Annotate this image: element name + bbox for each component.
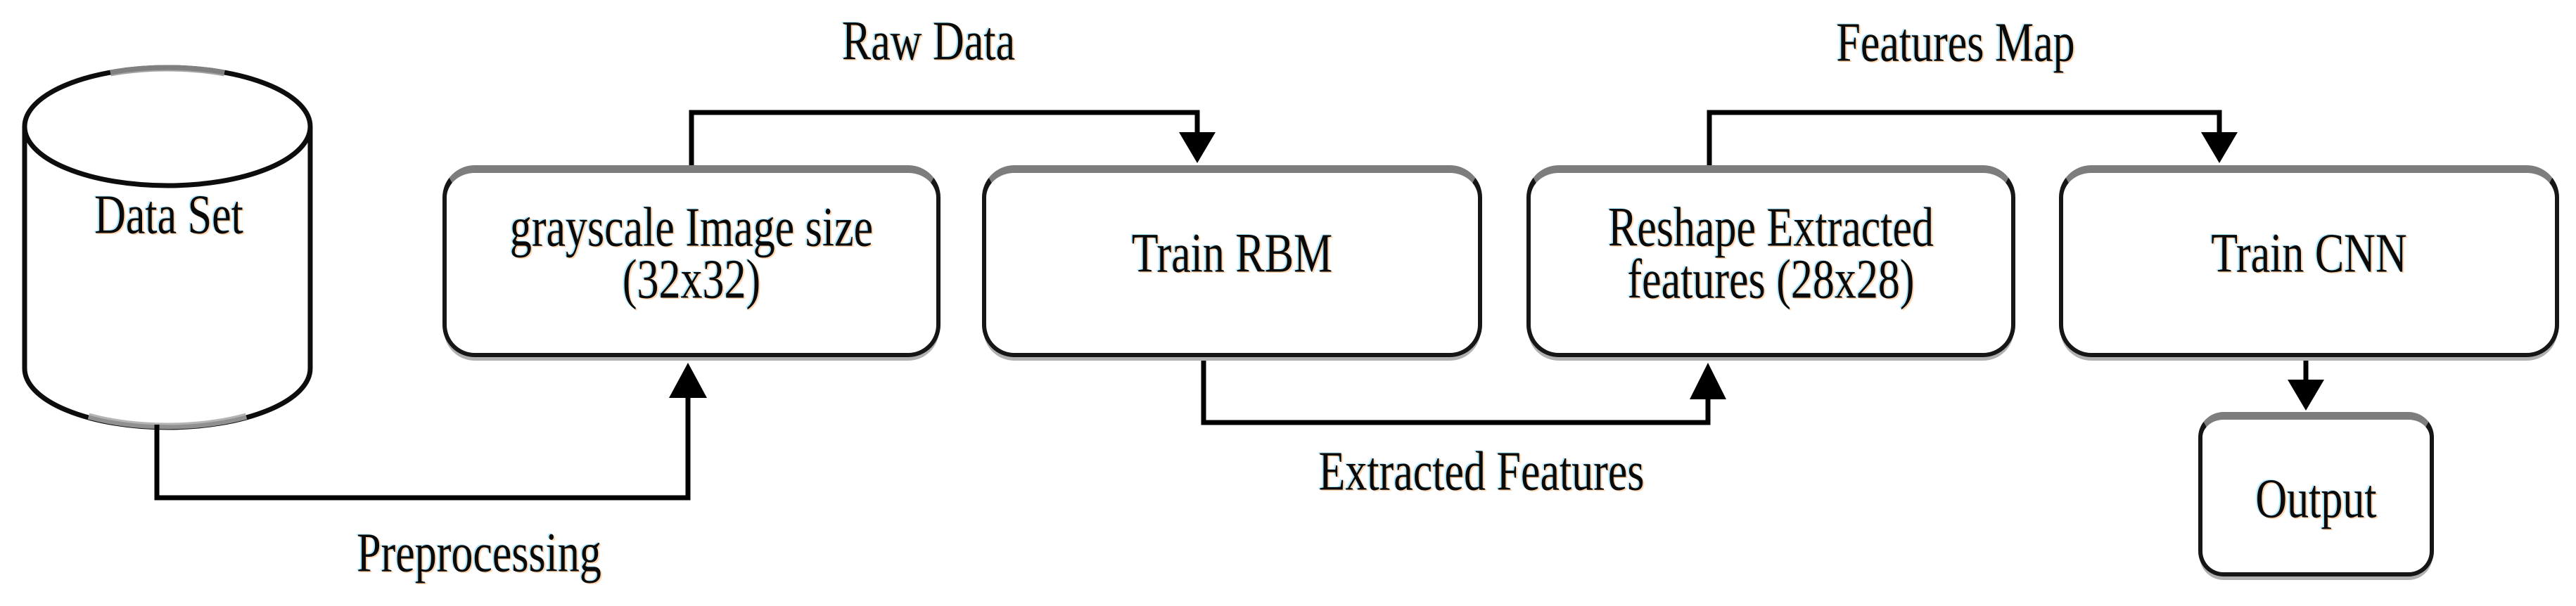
- grayscale-node-label-line1: grayscale Image size: [509, 197, 874, 259]
- train-cnn-node: Train CNN: [2059, 165, 2559, 357]
- train-rbm-node-label: Train RBM: [1131, 223, 1333, 285]
- edge-extracted-features-arrow: [1201, 356, 1726, 425]
- arrowhead-down-icon: [1179, 132, 1216, 163]
- edge-raw-data-arrow: [689, 110, 1216, 166]
- edge-label-extracted-features: Extracted Features: [1306, 444, 1657, 499]
- extracted-features-label-text: Extracted Features: [1318, 441, 1645, 503]
- arrowhead-down-icon: [2288, 380, 2324, 411]
- dataset-node-label: Data Set: [42, 187, 295, 243]
- grayscale-node-label-line2: (32x32): [622, 249, 761, 311]
- edge-cnn-output-arrow: [2288, 356, 2324, 411]
- edge-preprocessing-arrow: [154, 363, 707, 501]
- preprocessing-label-text: Preprocessing: [357, 522, 601, 584]
- features-map-label-text: Features Map: [1836, 12, 2075, 74]
- output-node-label: Output: [2255, 468, 2377, 530]
- reshape-node-label-line1: Reshape Extracted: [1607, 197, 1934, 259]
- edge-label-raw-data: Raw Data: [802, 13, 1055, 69]
- dataset-cylinder: [22, 65, 313, 430]
- cylinder-bottom-shadow: [87, 413, 248, 430]
- train-cnn-node-label: Train CNN: [2211, 223, 2407, 285]
- dataset-label-text: Data Set: [94, 184, 243, 246]
- output-node: Output: [2198, 412, 2434, 576]
- arrowhead-down-icon: [2201, 132, 2238, 163]
- reshape-node-label-line2: features (28x28): [1627, 249, 1915, 311]
- arrowhead-up-icon: [669, 363, 707, 398]
- reshape-features-node: Reshape Extracted features (28x28): [1526, 165, 2015, 357]
- edge-label-preprocessing: Preprocessing: [345, 525, 613, 581]
- train-rbm-node: Train RBM: [982, 165, 1482, 357]
- cylinder-top-shadow: [110, 65, 225, 77]
- arrowhead-up-icon: [1690, 363, 1726, 399]
- edge-features-map-arrow: [1707, 110, 2238, 166]
- edge-label-features-map: Features Map: [1829, 15, 2082, 70]
- raw-data-label-text: Raw Data: [841, 11, 1016, 72]
- grayscale-image-node: grayscale Image size (32x32): [442, 165, 941, 357]
